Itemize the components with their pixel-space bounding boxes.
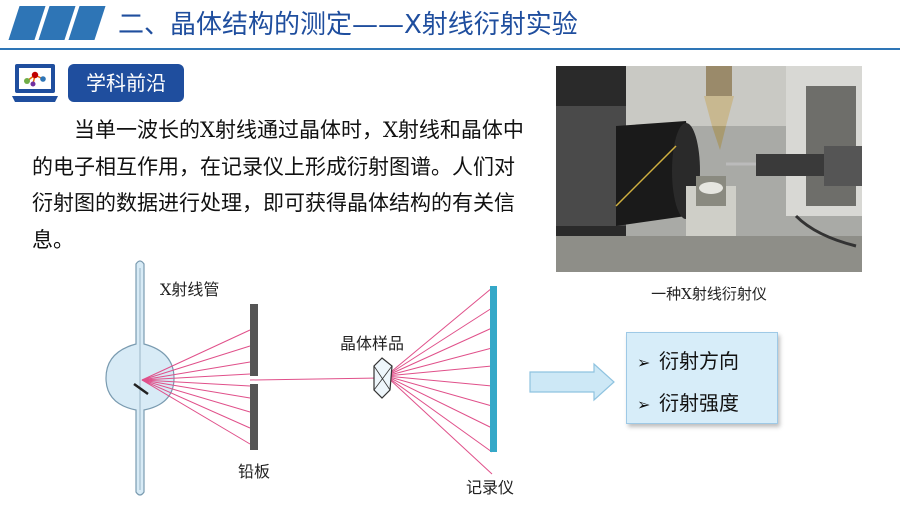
result-box: ➢衍射方向 ➢衍射强度 bbox=[626, 332, 778, 424]
diffractometer-photo bbox=[556, 66, 862, 272]
section-tag: 学科前沿 bbox=[68, 64, 184, 102]
arrow-bullet-icon: ➢ bbox=[637, 395, 651, 414]
result-item: ➢衍射方向 bbox=[637, 349, 739, 373]
right-arrow-icon bbox=[529, 362, 615, 402]
recorder-plate bbox=[490, 286, 497, 452]
slide-title: 二、晶体结构的测定——X射线衍射实验 bbox=[118, 10, 578, 40]
lead-plate-label: 铅板 bbox=[238, 462, 271, 481]
recorder-label: 记录仪 bbox=[466, 478, 515, 497]
xray-tube-label: X射线管 bbox=[160, 280, 220, 299]
xray-diffraction-diagram: X射线管 铅板 晶体样品 记录仪 bbox=[100, 256, 560, 504]
lead-plate-lower bbox=[250, 384, 258, 450]
slide-header: 二、晶体结构的测定——X射线衍射实验 bbox=[0, 0, 900, 46]
computer-monitor-icon bbox=[12, 64, 58, 102]
photo-caption: 一种X射线衍射仪 bbox=[651, 285, 767, 303]
lead-plate-upper bbox=[250, 304, 258, 376]
header-stripe bbox=[68, 6, 106, 40]
crystal-sample-label: 晶体样品 bbox=[340, 334, 405, 353]
result-item: ➢衍射强度 bbox=[637, 391, 739, 415]
body-paragraph: 当单一波长的X射线通过晶体时，X射线和晶体中的电子相互作用，在记录仪上形成衍射图… bbox=[32, 118, 524, 252]
header-rule bbox=[0, 48, 900, 50]
arrow-bullet-icon: ➢ bbox=[637, 353, 651, 372]
